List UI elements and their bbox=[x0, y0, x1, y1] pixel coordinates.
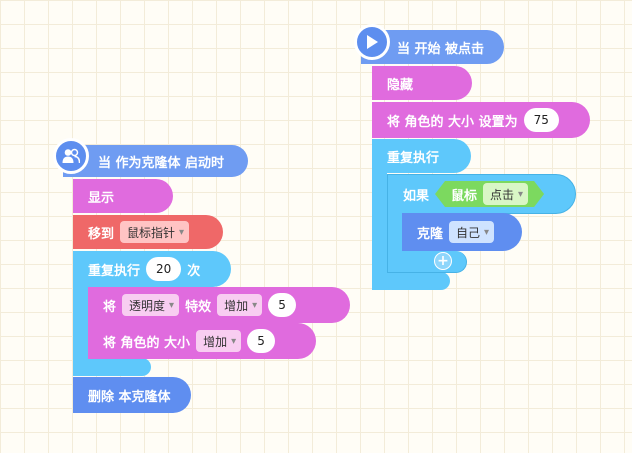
add-symbol: + bbox=[437, 253, 449, 269]
size-op-value: 增加 bbox=[203, 334, 228, 349]
when-clone-starts-block[interactable]: 当 作为克隆体 启动时 bbox=[63, 145, 248, 177]
size-label: 将 角色的 大小 bbox=[103, 335, 191, 351]
hat-label: 当 作为克隆体 启动时 bbox=[98, 155, 225, 171]
go-to-target-value: 鼠标指针 bbox=[127, 225, 176, 240]
delete-clone-block[interactable]: 删除 本克隆体 bbox=[73, 377, 191, 413]
clone-label: 克隆 bbox=[417, 226, 444, 242]
hide-label: 隐藏 bbox=[387, 77, 414, 93]
mouse-condition[interactable]: 鼠标 点击 ▾ bbox=[435, 181, 544, 207]
chevron-down-icon: ▾ bbox=[179, 226, 185, 238]
if-footer bbox=[387, 251, 467, 273]
change-size-block[interactable]: 将 角色的 大小 增加 ▾ 5 bbox=[88, 323, 316, 359]
mouse-label: 鼠标 bbox=[451, 188, 478, 204]
size-op-dropdown[interactable]: 增加 ▾ bbox=[196, 330, 242, 352]
go-to-block[interactable]: 移到 鼠标指针 ▾ bbox=[73, 215, 223, 249]
forever-label: 重复执行 bbox=[387, 150, 440, 166]
hide-block[interactable]: 隐藏 bbox=[372, 66, 472, 100]
effect-name-dropdown[interactable]: 透明度 ▾ bbox=[122, 294, 180, 316]
mouse-event-value: 点击 bbox=[490, 187, 515, 202]
chevron-down-icon: ▾ bbox=[484, 226, 490, 238]
effect-label: 特效 bbox=[185, 299, 212, 315]
go-to-target-dropdown[interactable]: 鼠标指针 ▾ bbox=[120, 221, 190, 243]
repeat-block[interactable]: 重复执行 20 次 bbox=[73, 251, 231, 287]
repeat-footer bbox=[73, 358, 151, 376]
effect-op-dropdown[interactable]: 增加 ▾ bbox=[217, 294, 263, 316]
forever-block[interactable]: 重复执行 bbox=[372, 139, 471, 173]
repeat-label: 重复执行 bbox=[88, 263, 141, 279]
set-size-block[interactable]: 将 角色的 大小 设置为 75 bbox=[372, 102, 590, 138]
size-value-input[interactable]: 5 bbox=[247, 329, 276, 353]
show-block[interactable]: 显示 bbox=[73, 179, 173, 213]
add-block-icon[interactable]: + bbox=[434, 252, 452, 270]
clone-block[interactable]: 克隆 自己 ▾ bbox=[402, 213, 522, 251]
set-size-label: 将 角色的 大小 设置为 bbox=[387, 114, 518, 130]
effect-name-value: 透明度 bbox=[129, 298, 166, 313]
effect-prefix: 将 bbox=[103, 299, 117, 315]
chevron-down-icon: ▾ bbox=[169, 299, 175, 311]
clone-target-dropdown[interactable]: 自己 ▾ bbox=[449, 221, 495, 243]
play-icon bbox=[354, 24, 390, 60]
if-arm bbox=[387, 213, 402, 253]
effect-op-value: 增加 bbox=[224, 298, 249, 313]
repeat-unit-label: 次 bbox=[187, 263, 201, 279]
show-label: 显示 bbox=[88, 190, 115, 206]
if-label: 如果 bbox=[403, 188, 430, 204]
mouse-event-dropdown[interactable]: 点击 ▾ bbox=[483, 183, 528, 205]
forever-footer bbox=[372, 272, 450, 290]
forever-arm bbox=[372, 172, 387, 275]
effect-value-input[interactable]: 5 bbox=[268, 293, 297, 317]
chevron-down-icon: ▾ bbox=[518, 188, 524, 200]
chevron-down-icon: ▾ bbox=[231, 335, 237, 347]
go-to-label: 移到 bbox=[88, 226, 115, 242]
change-effect-block[interactable]: 将 透明度 ▾ 特效 增加 ▾ 5 bbox=[88, 287, 350, 323]
repeat-count-input[interactable]: 20 bbox=[146, 257, 182, 281]
if-block[interactable]: 如果 鼠标 点击 ▾ bbox=[387, 174, 576, 214]
chevron-down-icon: ▾ bbox=[252, 299, 258, 311]
set-size-input[interactable]: 75 bbox=[523, 108, 559, 132]
repeat-arm bbox=[73, 287, 88, 360]
clone-people-icon bbox=[53, 138, 89, 174]
hat-label: 当 开始 被点击 bbox=[397, 41, 485, 57]
clone-target-value: 自己 bbox=[456, 225, 481, 240]
delete-clone-label: 删除 本克隆体 bbox=[88, 389, 171, 405]
